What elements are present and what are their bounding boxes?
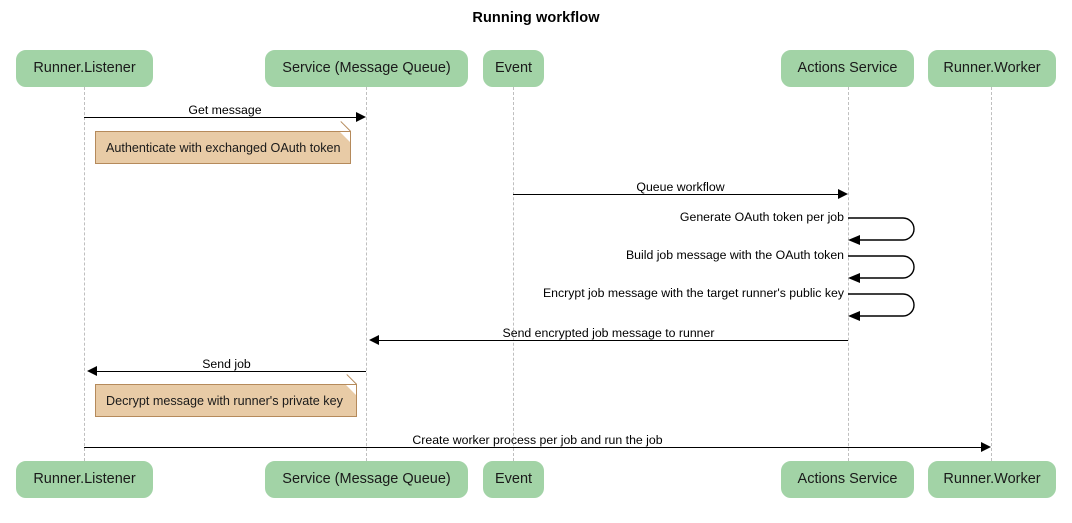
self-loop-build-job-message bbox=[848, 249, 928, 285]
participant-label: Event bbox=[494, 471, 533, 488]
message-label-generate-oauth-token: Generate OAuth token per job bbox=[679, 210, 844, 224]
message-line-queue-workflow bbox=[513, 194, 838, 195]
participant-actions-service-top[interactable]: Actions Service bbox=[781, 50, 914, 87]
arrow-head-create-worker-process bbox=[981, 442, 991, 452]
participant-service-queue-bottom[interactable]: Service (Message Queue) bbox=[265, 461, 468, 498]
page-title: Running workflow bbox=[472, 10, 600, 26]
message-label-queue-workflow: Queue workflow bbox=[636, 180, 725, 194]
lifeline-runner-worker bbox=[991, 87, 992, 461]
self-loop-encrypt-job-message bbox=[848, 287, 928, 323]
arrow-head-send-job bbox=[87, 366, 97, 376]
message-line-send-job bbox=[97, 371, 366, 372]
participant-label: Runner.Listener bbox=[33, 471, 136, 488]
participant-label: Service (Message Queue) bbox=[282, 60, 451, 77]
participant-runner-worker-top[interactable]: Runner.Worker bbox=[928, 50, 1056, 87]
note-decrypt: Decrypt message with runner's private ke… bbox=[95, 374, 357, 417]
note-fold-line-icon bbox=[346, 374, 357, 385]
participant-label: Service (Message Queue) bbox=[282, 471, 451, 488]
participant-label: Runner.Worker bbox=[943, 60, 1041, 77]
message-label-create-worker-process: Create worker process per job and run th… bbox=[412, 433, 663, 447]
lifeline-event bbox=[513, 87, 514, 461]
participant-label: Event bbox=[494, 60, 533, 77]
participant-label: Actions Service bbox=[797, 471, 898, 488]
arrow-head-send-encrypted-job-message bbox=[369, 335, 379, 345]
participant-label: Actions Service bbox=[797, 60, 898, 77]
note-fold-icon bbox=[346, 385, 356, 395]
message-label-send-encrypted-job-message: Send encrypted job message to runner bbox=[502, 326, 715, 340]
arrow-head-get-message bbox=[356, 112, 366, 122]
message-line-get-message bbox=[84, 117, 356, 118]
message-line-send-encrypted-job-message bbox=[379, 340, 848, 341]
participant-runner-worker-bottom[interactable]: Runner.Worker bbox=[928, 461, 1056, 498]
participant-runner-listener-bottom[interactable]: Runner.Listener bbox=[16, 461, 153, 498]
participant-label: Runner.Worker bbox=[943, 471, 1041, 488]
message-label-get-message: Get message bbox=[188, 103, 262, 117]
participant-runner-listener-top[interactable]: Runner.Listener bbox=[16, 50, 153, 87]
message-label-send-job: Send job bbox=[202, 357, 251, 371]
arrow-head-queue-workflow bbox=[838, 189, 848, 199]
participant-event-top[interactable]: Event bbox=[483, 50, 544, 87]
note-label: Decrypt message with runner's private ke… bbox=[106, 393, 343, 408]
message-label-encrypt-job-message: Encrypt job message with the target runn… bbox=[542, 286, 844, 300]
lifeline-runner-listener bbox=[84, 87, 85, 461]
message-label-build-job-message: Build job message with the OAuth token bbox=[625, 248, 844, 262]
message-line-create-worker-process bbox=[84, 447, 981, 448]
note-fold-line-icon bbox=[340, 121, 351, 132]
note-label: Authenticate with exchanged OAuth token bbox=[106, 140, 341, 155]
participant-event-bottom[interactable]: Event bbox=[483, 461, 544, 498]
self-loop-generate-oauth-token bbox=[848, 211, 928, 247]
participant-actions-service-bottom[interactable]: Actions Service bbox=[781, 461, 914, 498]
lifeline-service-queue bbox=[366, 87, 367, 461]
participant-service-queue-top[interactable]: Service (Message Queue) bbox=[265, 50, 468, 87]
participant-label: Runner.Listener bbox=[33, 60, 136, 77]
note-authenticate: Authenticate with exchanged OAuth token bbox=[95, 121, 351, 164]
lifeline-actions-service bbox=[848, 87, 849, 461]
note-fold-icon bbox=[340, 132, 350, 142]
